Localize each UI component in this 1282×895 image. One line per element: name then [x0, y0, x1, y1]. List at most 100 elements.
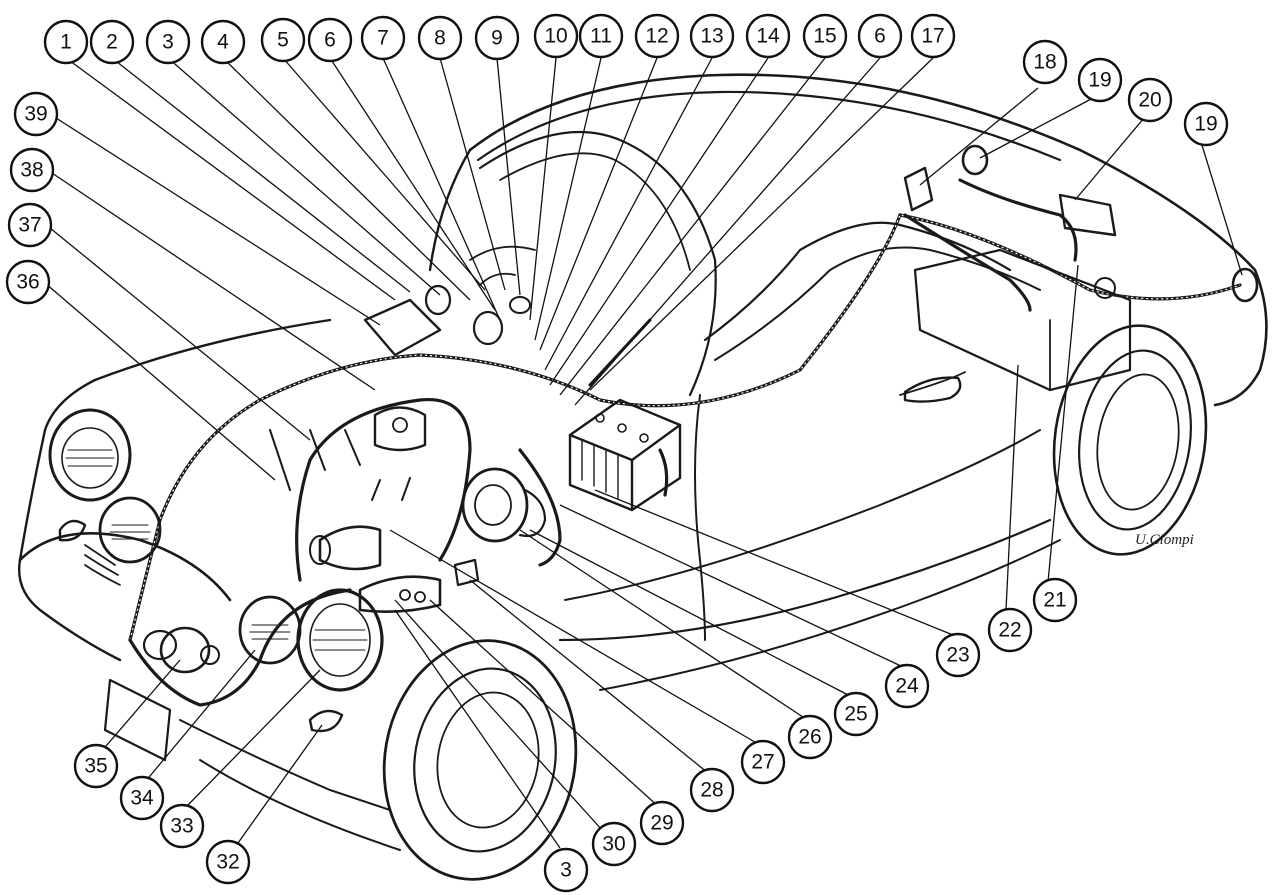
callout-label-27: 27	[751, 751, 774, 774]
callout-label-2: 2	[106, 31, 118, 54]
callout-24: 24	[884, 663, 930, 709]
wiring-harness	[128, 178, 1242, 707]
callout-3b: 3	[543, 847, 589, 893]
rear-wheel	[1052, 324, 1208, 556]
callout-label-10: 10	[544, 25, 567, 48]
small-lamps	[58, 519, 480, 733]
callout-2: 2	[89, 19, 135, 65]
callout-26: 26	[787, 714, 833, 760]
dashboard-instruments	[363, 245, 536, 357]
callout-label-12: 12	[645, 25, 668, 48]
fog-lamp-left	[98, 496, 162, 564]
callout-label-34: 34	[130, 787, 154, 810]
callout-32: 32	[205, 839, 251, 885]
callout-38: 38	[9, 147, 55, 193]
callout-4: 4	[200, 19, 246, 65]
callout-1: 1	[43, 19, 89, 65]
callout-label-37: 37	[18, 214, 41, 237]
callout-13: 13	[689, 13, 735, 59]
callout-label-33: 33	[170, 815, 193, 838]
callout-39: 39	[13, 91, 59, 137]
callout-12: 12	[634, 13, 680, 59]
callout-29: 29	[639, 800, 685, 846]
callout-5: 5	[260, 17, 306, 63]
callout-35: 35	[73, 743, 119, 789]
starter-motor	[309, 525, 382, 571]
callout-label-23: 23	[946, 644, 969, 667]
callout-19b: 19	[1183, 101, 1229, 147]
callout-21: 21	[1032, 577, 1078, 623]
fog-lamp-right	[238, 595, 302, 665]
callout-label-19: 19	[1088, 69, 1111, 92]
callout-label-15: 15	[813, 25, 836, 48]
callout-label-19b: 19	[1194, 113, 1217, 136]
callout-30: 30	[591, 821, 637, 867]
ignition-coil	[373, 406, 427, 452]
callout-17: 17	[910, 13, 956, 59]
callout-6: 6	[307, 17, 353, 63]
callout-19: 19	[1077, 57, 1123, 103]
battery	[568, 398, 682, 512]
callout-label-30: 30	[602, 833, 625, 856]
callout-label-35: 35	[84, 755, 107, 778]
dynamo	[461, 467, 547, 543]
callout-label-29: 29	[650, 812, 673, 835]
callout-label-6b: 6	[874, 25, 886, 48]
rear-lamp-cluster	[903, 144, 1259, 303]
front-wheel	[382, 639, 578, 881]
callout-label-17: 17	[921, 25, 944, 48]
callout-27: 27	[740, 739, 786, 785]
callout-10: 10	[533, 13, 579, 59]
callout-9: 9	[474, 15, 520, 61]
callout-25: 25	[833, 691, 879, 737]
callout-18: 18	[1022, 39, 1068, 85]
callout-label-20: 20	[1138, 89, 1161, 112]
callout-label-39: 39	[24, 103, 47, 126]
callout-28: 28	[689, 767, 735, 813]
callout-label-3: 3	[162, 31, 174, 54]
callout-label-14: 14	[756, 25, 780, 48]
callout-label-36: 36	[16, 271, 39, 294]
headlamp-right	[296, 588, 384, 692]
callout-3: 3	[145, 19, 191, 65]
callout-label-6: 6	[324, 29, 336, 52]
callout-label-8: 8	[434, 27, 446, 50]
callout-36: 36	[5, 259, 51, 305]
callout-label-28: 28	[700, 779, 723, 802]
callout-label-21: 21	[1043, 589, 1066, 612]
callout-23: 23	[935, 632, 981, 678]
callout-label-9: 9	[491, 27, 503, 50]
callout-7: 7	[360, 15, 406, 61]
callout-11: 11	[578, 13, 624, 59]
callout-label-25: 25	[844, 703, 867, 726]
artist-signature: U.Ciompi	[1135, 532, 1194, 548]
callout-label-24: 24	[895, 675, 919, 698]
callout-22: 22	[987, 607, 1033, 653]
callout-label-22: 22	[998, 619, 1021, 642]
callout-6b: 6	[857, 13, 903, 59]
callout-8: 8	[417, 15, 463, 61]
distributor-cap	[358, 575, 442, 613]
callout-14: 14	[745, 13, 791, 59]
leader-lines	[44, 57, 1243, 849]
callout-label-26: 26	[798, 726, 821, 749]
callout-label-5: 5	[277, 29, 289, 52]
callout-label-1: 1	[60, 31, 72, 54]
callout-label-3b: 3	[560, 859, 572, 882]
callout-15: 15	[802, 13, 848, 59]
callout-33: 33	[159, 803, 205, 849]
callout-37: 37	[7, 202, 53, 248]
callout-label-4: 4	[217, 31, 229, 54]
car-body-outline	[18, 73, 1268, 851]
spark-plug-leads	[269, 429, 411, 501]
callout-20: 20	[1127, 77, 1173, 123]
callout-label-11: 11	[590, 25, 612, 48]
headlamp-left	[48, 408, 132, 502]
fuel-tank	[913, 248, 1132, 392]
callout-label-18: 18	[1033, 51, 1056, 74]
callout-label-32: 32	[216, 851, 239, 874]
horns	[142, 626, 220, 674]
callout-label-38: 38	[20, 159, 43, 182]
callouts: 1 2 3 4 5 6 7 8 9 10 11 12 13 14 15 6 17…	[5, 13, 1229, 893]
